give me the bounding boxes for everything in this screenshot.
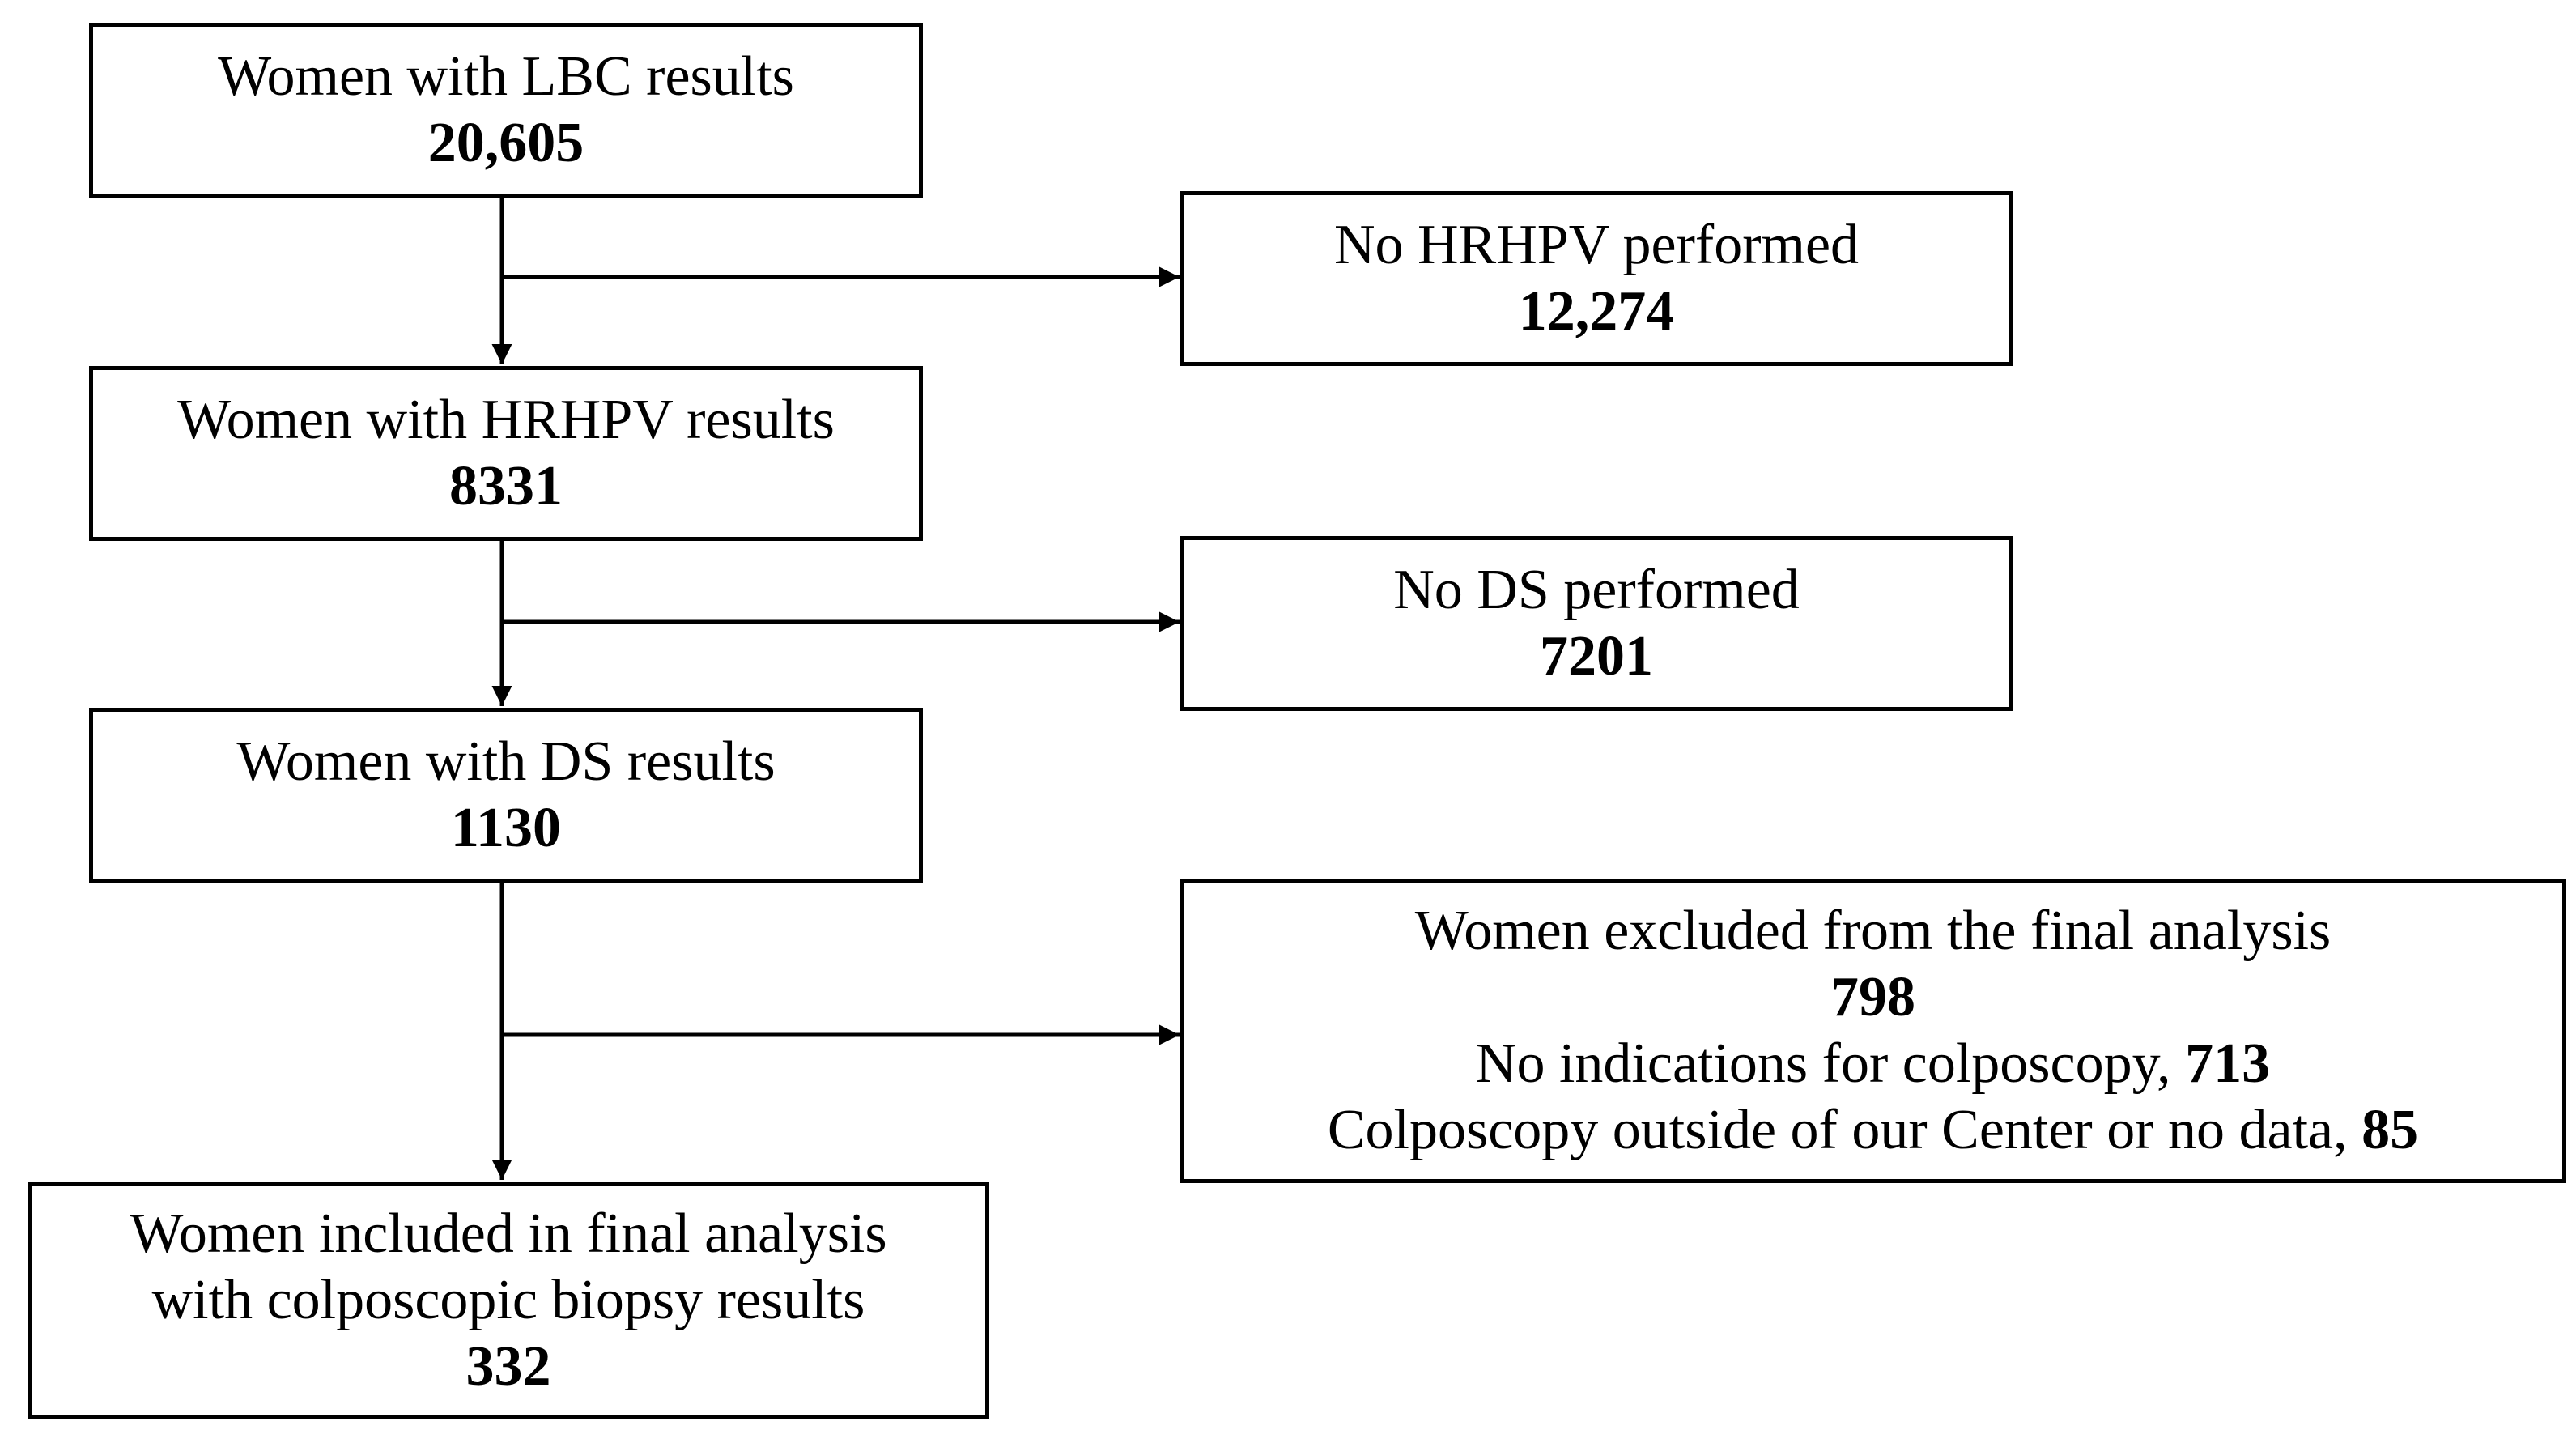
ds-count: 1130 [450, 797, 562, 859]
reason1-count: 713 [2185, 1032, 2271, 1095]
included-label-line1: Women included in final analysis [130, 1202, 887, 1265]
excluded-count: 798 [1830, 966, 1915, 1028]
excluded-label: Women excluded from the final analysis [1414, 900, 2332, 962]
box-excluded: Women excluded from the final analysis 7… [1180, 879, 2566, 1183]
no-hrhpv-label: No HRHPV performed [1333, 214, 1860, 276]
excluded-reason-no-indications: No indications for colposcopy, 713 [1476, 1031, 2270, 1097]
reason1-label: No indications for colposcopy, [1475, 1032, 2186, 1095]
box-no-ds: No DS performed 7201 [1180, 536, 2013, 711]
box-included: Women included in final analysis with co… [28, 1182, 989, 1419]
box-no-hrhpv: No HRHPV performed 12,274 [1180, 191, 2013, 366]
reason2-count: 85 [2361, 1099, 2419, 1161]
ds-label: Women with DS results [236, 730, 776, 793]
hrhpv-label: Women with HRHPV results [177, 389, 835, 451]
excluded-reason-outside-center: Colposcopy outside of our Center or no d… [1328, 1097, 2418, 1164]
box-hrhpv-results: Women with HRHPV results 8331 [89, 366, 923, 541]
hrhpv-count: 8331 [449, 455, 563, 517]
included-count: 332 [465, 1335, 551, 1398]
reason2-label: Colposcopy outside of our Center or no d… [1327, 1099, 2362, 1161]
no-hrhpv-count: 12,274 [1518, 280, 1675, 343]
no-ds-count: 7201 [1540, 625, 1653, 687]
box-ds-results: Women with DS results 1130 [89, 708, 923, 883]
no-ds-label: No DS performed [1393, 559, 1800, 621]
box-lbc-results: Women with LBC results 20,605 [89, 23, 923, 198]
included-label-line2: with colposcopic biopsy results [151, 1269, 865, 1331]
lbc-count: 20,605 [427, 112, 584, 174]
lbc-label: Women with LBC results [218, 45, 794, 108]
